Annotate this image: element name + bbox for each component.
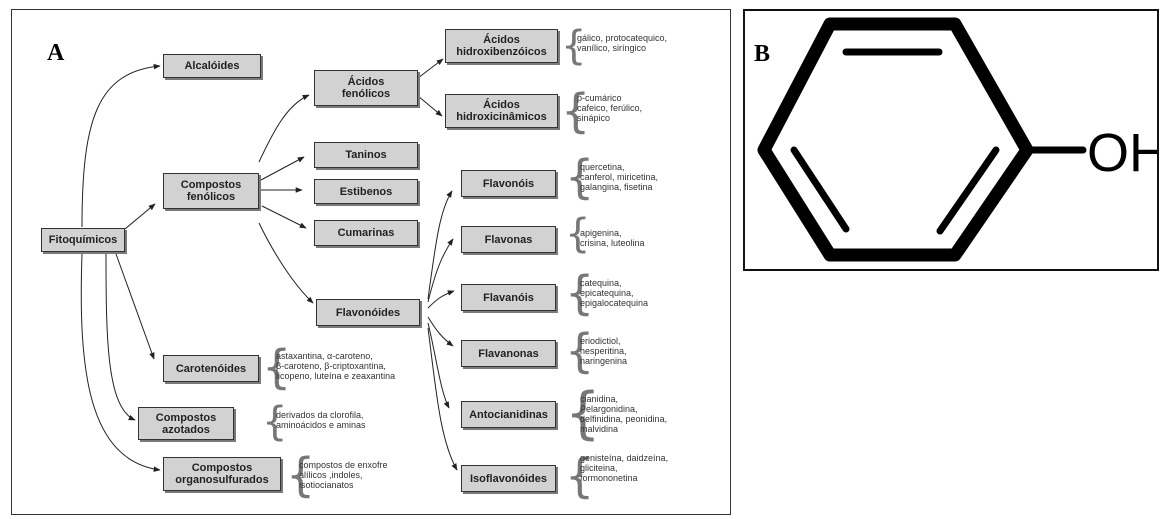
node-isoflavonoides: Isoflavonóides — [461, 465, 556, 492]
arrow-flav-flavanonas — [427, 316, 454, 347]
arrow-fito-azotados — [105, 253, 136, 421]
node-carotenoides: Carotenóides — [163, 355, 259, 382]
double-bond-left — [790, 146, 850, 233]
connector-arrows — [80, 58, 458, 472]
node-compostos-organosulfurados: Compostos organosulfurados — [163, 457, 281, 491]
node-flavanois: Flavanóis — [461, 284, 556, 311]
note-azotados: derivados da clorofila, aminoácidos e am… — [276, 410, 366, 430]
arrow-fito-carotenoides — [115, 253, 155, 360]
note-flavonas: apigenina, crisina, luteolina — [580, 228, 645, 248]
node-acidos-hidroxicinamicos: Ácidos hidroxicinâmicos — [445, 94, 558, 128]
arrow-flav-antocianidinas — [427, 322, 450, 409]
node-flavonas: Flavonas — [461, 226, 556, 253]
arrow-fenolicos-cumarinas — [261, 205, 307, 229]
panel-a-classification-diagram: A Fitoquímicos Alcalóides Compostos fenó… — [11, 9, 731, 515]
arrow-fito-organosulfurados — [80, 253, 161, 472]
double-bond-right — [936, 146, 1000, 235]
benzene-hexagon — [757, 17, 1034, 262]
brace-hidroxibenzoicos: { — [561, 23, 587, 69]
note-flavonois: quercetina, canferol, miricetina, galang… — [580, 162, 659, 192]
note-carotenoides: astaxantina, α-caroteno, β-caroteno, β-c… — [276, 351, 396, 381]
note-organosulfurados: compostos de enxofre alílicos ,indoles, … — [299, 460, 388, 490]
panel-b-label: B — [754, 41, 771, 67]
arrow-acidos-hidroxibenzoicos — [417, 58, 444, 79]
node-fitoquimicos: Fitoquímicos — [41, 228, 125, 252]
brace-flavonois: { — [565, 150, 595, 204]
arrow-flav-flavonas — [427, 238, 454, 303]
brace-organosulfurados: { — [286, 448, 316, 502]
arrow-flav-flavanois — [427, 290, 455, 309]
brace-flavonas: { — [565, 211, 591, 257]
node-flavonois: Flavonóis — [461, 170, 556, 197]
arrow-flav-isoflavonoides — [427, 327, 458, 471]
brace-flavanonas: { — [565, 324, 595, 378]
arrow-fenolicos-taninos — [260, 156, 305, 181]
brace-hidroxicinamicos: { — [561, 84, 591, 138]
arrow-fito-fenolicos — [124, 203, 156, 230]
brace-isoflavonoides: { — [565, 449, 595, 503]
node-acidos-hidroxibenzoicos: Ácidos hidroxibenzóicos — [445, 29, 558, 63]
node-flavanonas: Flavanonas — [461, 340, 556, 367]
node-compostos-azotados: Compostos azotados — [138, 407, 234, 440]
panel-a-label: A — [47, 40, 65, 66]
panel-b-phenol-structure: B OH — [743, 9, 1159, 271]
oh-label: OH — [1087, 123, 1157, 183]
note-hidroxibenzoicos: gálico, protocatequico, vanílico, siríng… — [577, 33, 668, 53]
node-flavonoides: Flavonóides — [316, 299, 420, 326]
node-acidos-fenolicos: Ácidos fenólicos — [314, 70, 418, 106]
brace-flavanois: { — [565, 266, 595, 320]
arrow-acidos-hidroxicinamicos — [417, 95, 443, 117]
node-taninos: Taninos — [314, 142, 418, 168]
arrow-fito-alcaloides — [81, 63, 161, 228]
node-alcaloides: Alcalóides — [163, 54, 261, 78]
benzene-ring-drawing: OH — [757, 17, 1157, 262]
note-antocianidinas: cianidina, Pelargonidina, delfinidina, p… — [580, 394, 668, 434]
note-flavanonas: eriodictiol, hesperitina, naringenina — [580, 336, 628, 366]
note-isoflavonoides: genisteína, daidzeína, gliciteina, formo… — [580, 453, 669, 483]
brace-carotenoides: { — [262, 340, 292, 394]
brace-azotados: { — [262, 399, 288, 445]
arrow-fenolicos-acidos — [258, 94, 310, 163]
note-hidroxicinamicos: p-cumárico cafeico, ferúlico, sinápico — [577, 93, 643, 123]
arrow-flav-flavonois — [427, 190, 453, 300]
node-compostos-fenolicos: Compostos fenólicos — [163, 173, 259, 209]
node-estibenos: Estibenos — [314, 179, 418, 204]
brace-antocianidinas: { — [565, 381, 601, 446]
arrow-fenolicos-flavonoides — [258, 222, 314, 304]
note-flavanois: catequina, epicatequina, epigalocatequin… — [580, 278, 649, 308]
node-antocianidinas: Antocianidinas — [461, 401, 556, 428]
node-cumarinas: Cumarinas — [314, 220, 418, 246]
